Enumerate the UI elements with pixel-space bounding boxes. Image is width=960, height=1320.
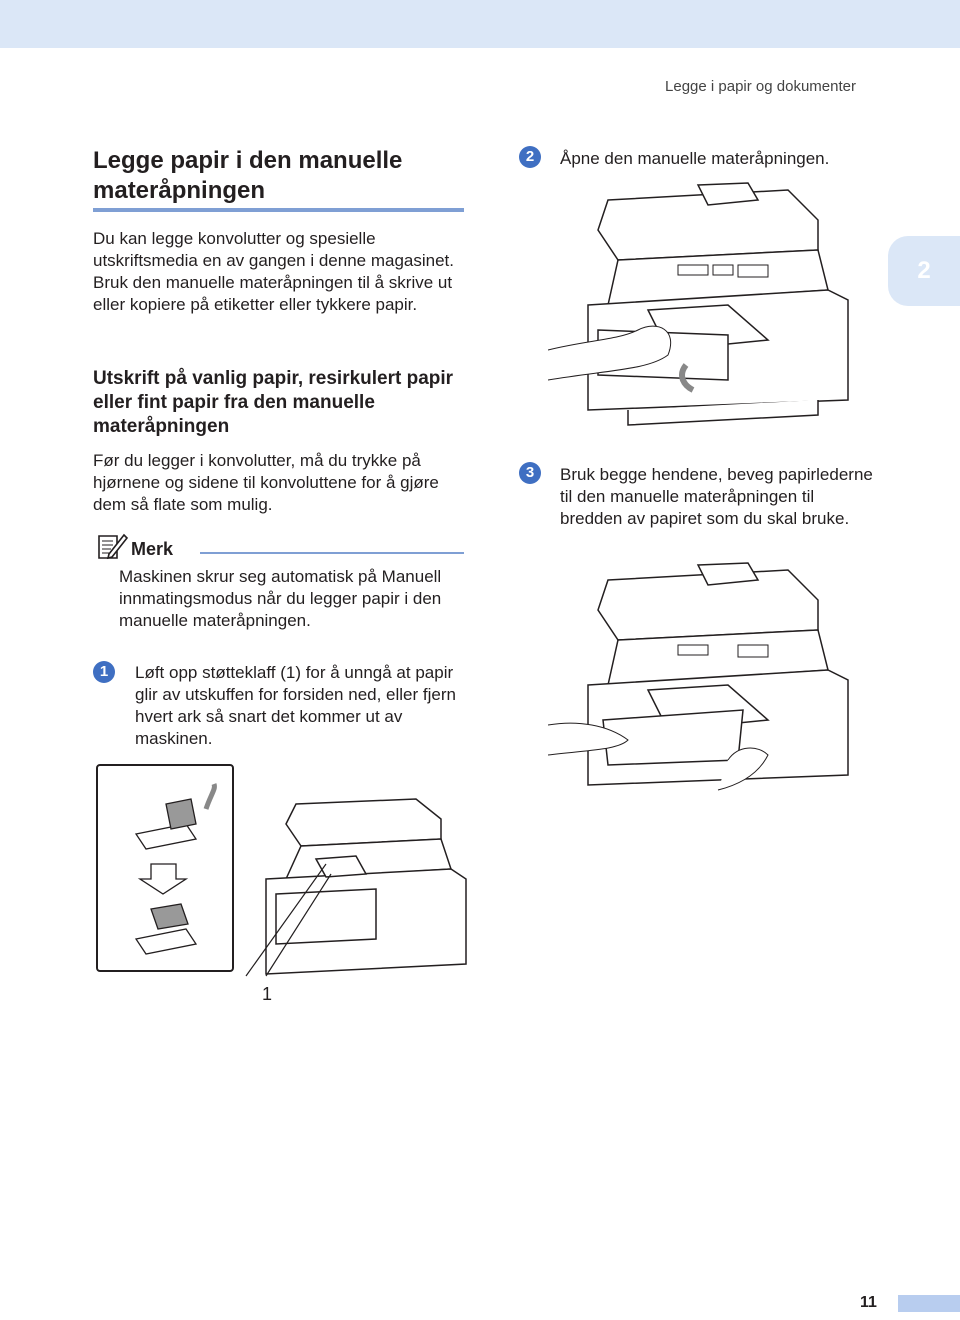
- step-3-text: Bruk begge hendene, beveg papirlederne t…: [560, 465, 873, 528]
- printer-open-manual-slot-illustration: [548, 182, 849, 426]
- step-1-text: Løft opp støtteklaff (1) for å unngå at …: [135, 663, 456, 748]
- step-1-badge: 1: [93, 661, 115, 683]
- note-rule: [200, 552, 464, 554]
- step-2-badge: 2: [519, 146, 541, 168]
- running-header: Legge i papir og dokumenter: [665, 78, 856, 95]
- printer-paper-guides-illustration: [548, 562, 849, 791]
- page-number: 11: [860, 1294, 877, 1311]
- step-3-badge: 3: [519, 462, 541, 484]
- note-title: Merk: [131, 539, 174, 559]
- top-band: [0, 0, 960, 48]
- pencil-note-icon: [98, 533, 129, 560]
- subsection-intro: Før du legger i konvolutter, må du trykk…: [93, 451, 439, 514]
- figure-callout-1: 1: [262, 984, 273, 1004]
- section-intro: Du kan legge konvolutter og spesielle ut…: [93, 229, 455, 314]
- support-flap-illustration: [96, 764, 467, 977]
- note-body: Maskinen skrur seg automatisk på Manuell…: [119, 567, 442, 630]
- step-2-text: Åpne den manuelle materåpningen.: [560, 149, 830, 168]
- title-rule: [93, 208, 464, 212]
- subsection-title: Utskrift på vanlig papir, resirkulert pa…: [93, 368, 454, 437]
- page-tab: [898, 1295, 960, 1312]
- chapter-tab: 2: [888, 236, 960, 306]
- section-title: Legge papir i den manuelle materåpningen: [93, 147, 403, 204]
